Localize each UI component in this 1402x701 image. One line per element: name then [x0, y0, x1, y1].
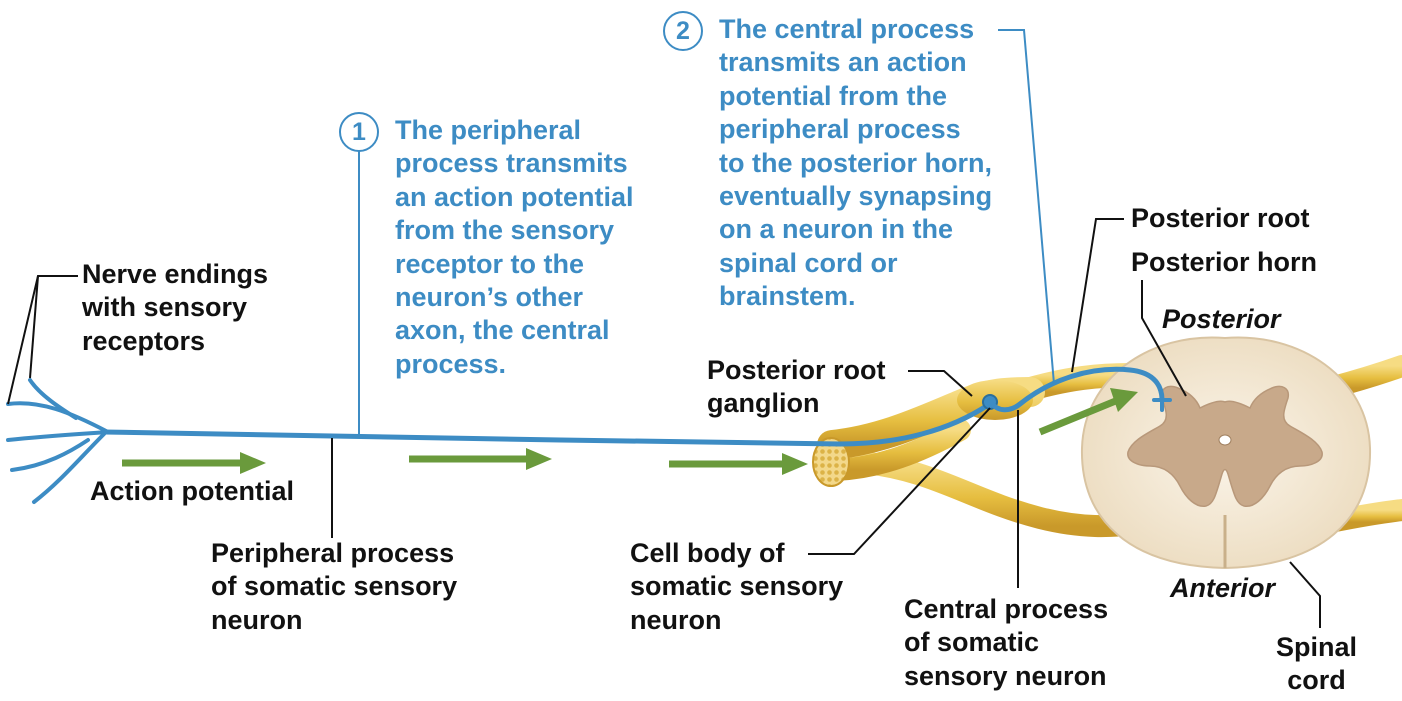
leader-step-2	[998, 29, 1055, 385]
step-1-line: axon, the central	[395, 315, 610, 346]
step-1-line: process transmits	[395, 148, 628, 179]
label-line: cord	[1287, 665, 1346, 696]
step-2-line: potential from the	[719, 80, 947, 111]
label-line: ganglion	[707, 388, 820, 419]
label-cell-body: Cell body of somatic sensory neuron	[630, 537, 843, 637]
label-line: sensory neuron	[904, 660, 1107, 691]
label-spinal-cord: Spinal cord	[1276, 631, 1357, 698]
label-anterior: Anterior	[1170, 573, 1276, 603]
leader-cell-body	[808, 407, 991, 555]
label-posterior-root-ganglion: Posterior root ganglion	[707, 354, 886, 421]
label-line: neuron	[630, 604, 722, 635]
step-2-line: The central process	[719, 14, 975, 44]
spinal-cord-section	[1080, 336, 1372, 570]
nerve-ending-branch	[32, 432, 106, 504]
label-line: somatic sensory	[630, 571, 844, 602]
leader-nerve-endings	[29, 275, 39, 379]
label-line: Spinal	[1276, 632, 1358, 662]
nerve-ending-branch	[28, 378, 78, 420]
synaptic-terminal	[1152, 398, 1172, 412]
nerve-ending-branch	[6, 430, 110, 442]
step-1-line: an action potential	[395, 181, 634, 212]
label-nerve-endings: Nerve endings with sensory receptors	[82, 258, 268, 358]
label-central-process: Central process of somatic sensory neuro…	[904, 593, 1108, 693]
label-posterior-horn: Posterior horn	[1131, 247, 1318, 277]
leader-spinal-cord	[1289, 561, 1321, 628]
leader-posterior-horn	[1141, 280, 1187, 397]
step-1-line: process.	[395, 348, 507, 379]
label-line: Peripheral process	[211, 538, 455, 568]
nerve-ending-branch	[10, 438, 90, 472]
label-line: Posterior root	[707, 355, 886, 385]
leader-posterior-root	[1071, 218, 1124, 373]
action-potential-arrow	[122, 452, 266, 474]
leader-posterior-root-ganglion	[908, 370, 973, 397]
label-posterior-root: Posterior root	[1131, 203, 1310, 233]
label-line: Nerve endings	[82, 259, 269, 289]
gray-matter	[1127, 385, 1323, 507]
label-line: Central process	[904, 594, 1109, 624]
step-1-number: 1	[339, 112, 379, 152]
step-1-line: receptor to the	[395, 248, 585, 279]
sensory-neuron	[6, 366, 1172, 504]
step-2-text: The central process transmits an action …	[719, 13, 992, 314]
leader-nerve-endings	[7, 275, 78, 405]
step-2-line: eventually synapsing	[719, 181, 993, 212]
central-canal	[1218, 434, 1232, 446]
action-potential-arrow	[1038, 388, 1138, 436]
nerve-ending-branch	[6, 401, 110, 434]
step-1-line: neuron’s other	[395, 282, 584, 313]
label-line: receptors	[82, 325, 206, 356]
step-1-text: The peripheral process transmits an acti…	[395, 114, 634, 381]
step-2-line: peripheral process	[719, 114, 961, 145]
action-potential-arrow	[669, 453, 808, 475]
leader-lines	[7, 29, 1321, 628]
label-line: of somatic	[904, 627, 1040, 658]
step-2-number: 2	[663, 11, 703, 51]
label-posterior: Posterior	[1162, 304, 1281, 334]
label-action-potential: Action potential	[90, 476, 294, 506]
label-line: of somatic sensory	[211, 571, 458, 602]
step-1-line: from the sensory	[395, 215, 615, 246]
action-potential-arrows	[122, 388, 1138, 475]
peripheral-process	[101, 402, 991, 447]
label-line: neuron	[211, 604, 303, 635]
nerve-cut-end	[812, 437, 850, 487]
step-2-line: to the posterior horn,	[719, 147, 992, 178]
step-2-line: transmits an action	[719, 47, 967, 78]
central-process	[987, 366, 1165, 413]
step-2-line: spinal cord or	[719, 247, 898, 278]
step-2-line: brainstem.	[719, 281, 856, 312]
label-line: with sensory	[82, 292, 248, 323]
step-1-line: The peripheral	[395, 115, 582, 145]
label-peripheral-process: Peripheral process of somatic sensory ne…	[211, 537, 457, 637]
action-potential-arrow	[409, 448, 552, 470]
step-2-line: on a neuron in the	[719, 214, 953, 245]
label-line: Cell body of	[630, 538, 785, 568]
